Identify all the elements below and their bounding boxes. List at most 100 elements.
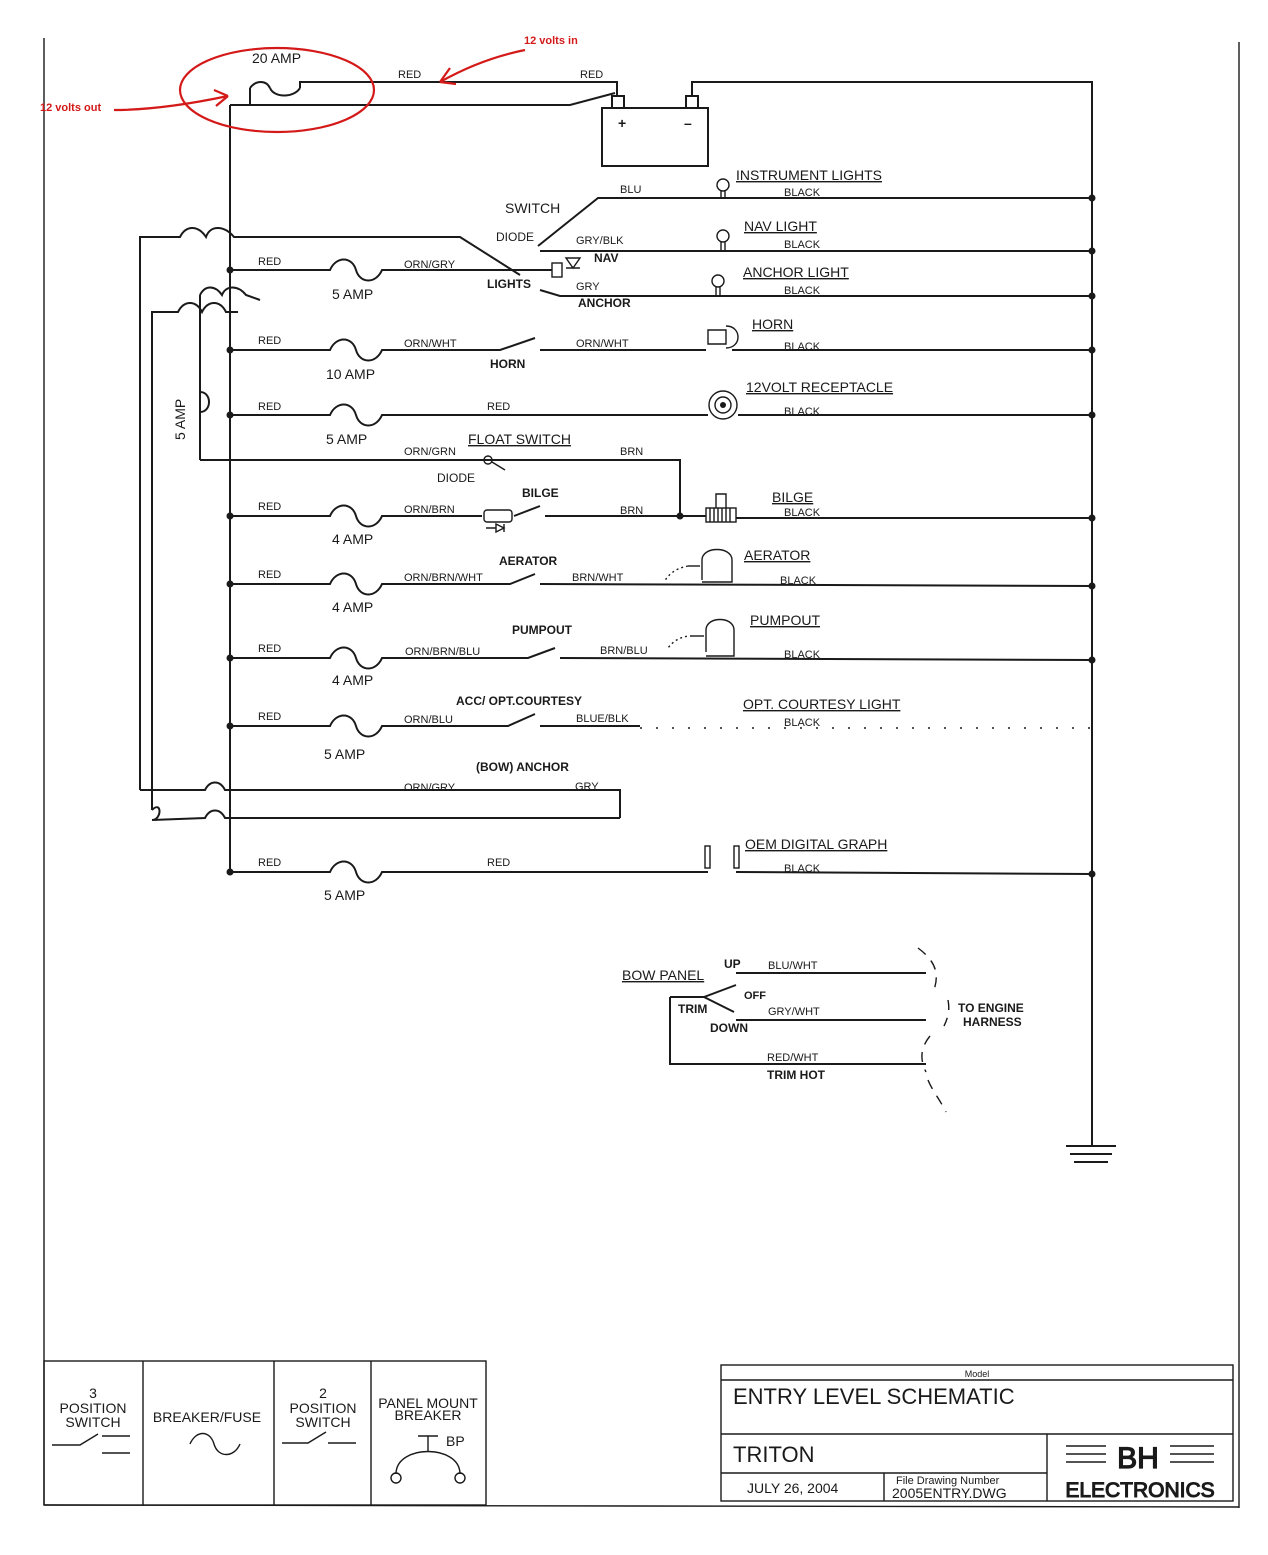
receptacle-label: 12VOLT RECEPTACLE (746, 379, 893, 395)
oem-red-label: RED (258, 857, 281, 869)
lights-nav-label: NAV (594, 251, 618, 265)
courtesy-orn-blu-label: ORN/BLU (404, 714, 453, 726)
lamp-icon (716, 229, 730, 251)
pumpout-black: BLACK (784, 649, 821, 661)
trim-panel: BOW PANEL UP BLU/WHT OFF TRIM GRY/WHT DO… (622, 947, 1024, 1113)
battery (601, 107, 709, 167)
courtesy-blue-blk-label: BLUE/BLK (576, 713, 629, 725)
red-annotation: 12 volts in 12 volts out (40, 35, 578, 134)
instrument-lights-label: INSTRUMENT LIGHTS (736, 167, 882, 183)
receptacle-icon (708, 390, 738, 420)
trim-off-label: OFF (744, 990, 766, 1002)
lamp-icon (711, 274, 725, 296)
oem-black: BLACK (784, 863, 821, 875)
horn-orn-wht-in: ORN/WHT (404, 338, 457, 350)
model-title: ENTRY LEVEL SCHEMATIC (733, 1384, 1015, 1409)
bilge-brn-label: BRN (620, 505, 643, 517)
engine-harness-line2: HARNESS (963, 1015, 1022, 1029)
lights-orn-gry-label: ORN/GRY (404, 259, 456, 271)
logo-bh: BH (1117, 1442, 1159, 1475)
aerator-pump-icon (663, 548, 733, 583)
two-position-switch-icon (282, 1431, 356, 1444)
fuse-icon (189, 1432, 241, 1456)
bilge-orn-brn-label: ORN/BRN (404, 504, 455, 516)
horn-load-label: HORN (752, 316, 793, 332)
aerator-brn-wht-label: BRN/WHT (572, 572, 624, 584)
battery-negative: – (684, 115, 692, 131)
pumpout-load-label: PUMPOUT (750, 612, 820, 628)
legend-3pos-line1: 3 (89, 1385, 97, 1401)
branch-courtesy: RED ORN/BLU ACC/ OPT.COURTESY BLUE/BLK 5… (226, 694, 1092, 762)
horn-switch-label: HORN (490, 357, 525, 371)
branch-bilge: RED ORN/BRN DIODE BILGE BRN 4 AMP BILGE … (226, 471, 1096, 547)
lights-fuse-rating: 5 AMP (332, 286, 373, 302)
symbol-legend: 3 POSITION SWITCH BREAKER/FUSE 2 POSITIO… (43, 1360, 487, 1506)
anchor-light: ANCHOR LIGHT BLACK (711, 264, 1096, 300)
courtesy-fuse-rating: 5 AMP (324, 746, 365, 762)
branch-receptacle: RED RED 5 AMP 12VOLT RECEPTACLE BLACK (226, 379, 1096, 447)
lights-gry-blk-label: GRY/BLK (576, 235, 624, 247)
nav-light: NAV LIGHT BLACK (716, 218, 1096, 255)
legend-2pos-line3: SWITCH (295, 1414, 350, 1430)
anchor-light-black: BLACK (784, 285, 821, 297)
drawing-date: JULY 26, 2004 (747, 1480, 839, 1496)
volts-in-label: 12 volts in (524, 35, 578, 47)
trim-gry-wht-label: GRY/WHT (768, 1006, 820, 1018)
legend-3pos-line3: SWITCH (65, 1414, 120, 1430)
horn-red-label: RED (258, 335, 281, 347)
instrument-lights-black: BLACK (784, 187, 821, 199)
bow-panel-label: BOW PANEL (622, 967, 704, 983)
float-switch-label: FLOAT SWITCH (468, 431, 571, 447)
lights-diode-icon (564, 257, 582, 270)
bilge-switch-label: BILGE (522, 486, 559, 500)
courtesy-load-label: OPT. COURTESY LIGHT (743, 696, 901, 712)
legend-bp: BP (446, 1433, 465, 1449)
trim-down-label: DOWN (710, 1021, 748, 1035)
oem-fuse-rating: 5 AMP (324, 887, 365, 903)
lights-diode-label: DIODE (496, 230, 534, 244)
lights-red-label: RED (258, 256, 281, 268)
file-number: 2005ENTRY.DWG (892, 1485, 1007, 1501)
customer-name: TRITON (733, 1442, 814, 1467)
legend-panel-line1: PANEL MOUNT (378, 1395, 478, 1411)
branch-lights: RED ORN/GRY 5 AMP SWITCH DIODE LIGHTS BL… (226, 184, 1092, 310)
aerator-orn-brn-wht-label: ORN/BRN/WHT (404, 572, 483, 584)
logo-electronics: ELECTRONICS (1065, 1479, 1214, 1502)
float-brn-label: BRN (620, 446, 643, 458)
bilge-pump-icon (705, 493, 737, 523)
lights-anchor-label: ANCHOR (578, 296, 631, 310)
bow-anchor-gry-label: GRY (575, 781, 599, 793)
lamp-icon (716, 178, 730, 198)
lights-switch-name: LIGHTS (487, 277, 531, 291)
battery-positive: + (618, 115, 626, 131)
pumpout-fuse-rating: 4 AMP (332, 672, 373, 688)
aerator-fuse-rating: 4 AMP (332, 599, 373, 615)
ground-bus (691, 81, 1093, 1140)
model-caption: Model (965, 1369, 990, 1379)
lights-switch-icon (551, 262, 563, 278)
aerator-load-label: AERATOR (744, 547, 810, 563)
pumpout-orn-brn-blu-label: ORN/BRN/BLU (405, 646, 480, 658)
branch-horn: RED ORN/WHT ORN/WHT HORN 10 AMP HORN BLA… (226, 316, 1096, 382)
bilge-black: BLACK (784, 507, 821, 519)
trim-hot-label: TRIM HOT (767, 1068, 826, 1082)
bilge-fuse-rating: 4 AMP (332, 531, 373, 547)
volts-in-arrow (439, 48, 526, 83)
nav-light-black: BLACK (784, 239, 821, 251)
courtesy-red-label: RED (258, 711, 281, 723)
float-orn-grn-label: ORN/GRN (404, 446, 456, 458)
volts-out-label: 12 volts out (40, 102, 101, 114)
annotation-circle (178, 46, 376, 134)
panel-breaker-icon (390, 1435, 466, 1484)
pumpout-switch-label: PUMPOUT (512, 623, 573, 637)
legend-3pos-line2: POSITION (60, 1400, 127, 1416)
receptacle-red2-label: RED (487, 401, 510, 413)
courtesy-switch-label: ACC/ OPT.COURTESY (456, 694, 582, 708)
bilge-red-label: RED (258, 501, 281, 513)
trim-label: TRIM (678, 1002, 707, 1016)
left-feeders: 5 AMP (139, 227, 681, 821)
lights-gry-label: GRY (576, 281, 600, 293)
oem-red2-label: RED (487, 857, 510, 869)
pumpout-red-label: RED (258, 643, 281, 655)
aerator-switch-label: AERATOR (499, 554, 558, 568)
